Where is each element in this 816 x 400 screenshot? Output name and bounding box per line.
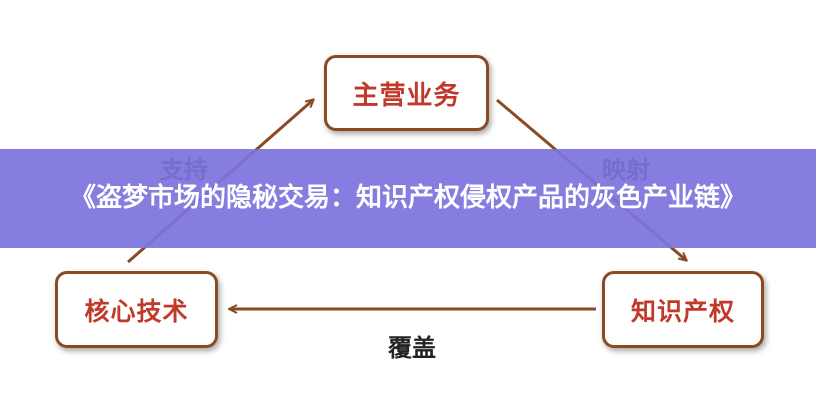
node-intellectual-property: 知识产权	[602, 271, 764, 348]
edge-label-coverage: 覆盖	[388, 334, 436, 362]
node-core-technology: 核心技术	[55, 271, 218, 348]
node-main-business: 主营业务	[324, 55, 489, 131]
banner-title: 《盗梦市场的隐秘交易：知识产权侵权产品的灰色产业链》	[69, 183, 746, 213]
title-banner: 《盗梦市场的隐秘交易：知识产权侵权产品的灰色产业链》	[0, 149, 816, 248]
